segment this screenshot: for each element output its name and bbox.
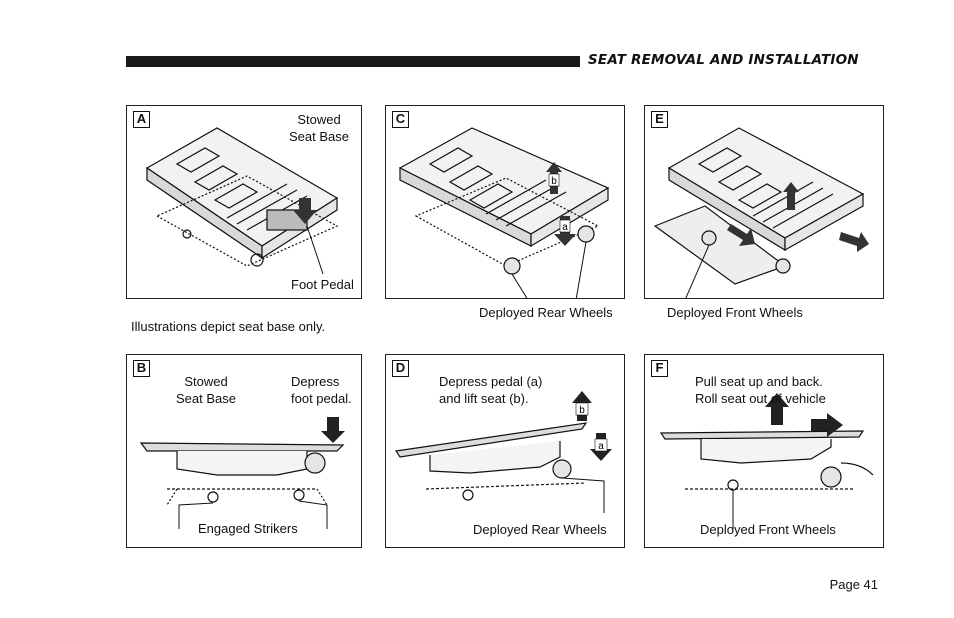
panel-letter-f: F <box>651 360 668 377</box>
panel-e: E <box>644 105 884 299</box>
section-title: SEAT REMOVAL AND INSTALLATION <box>588 52 859 68</box>
panel-a: A Stowed Seat Base Foot Pedal <box>126 105 362 299</box>
pedal-marker-a: a <box>598 441 604 452</box>
page-number: Page 41 <box>829 577 878 592</box>
panel-letter-a: A <box>133 111 150 128</box>
stowed-seat-base-label: Stowed Seat Base <box>289 112 349 144</box>
deployed-front-wheels-caption: Deployed Front Wheels <box>667 305 803 320</box>
panel-letter-e: E <box>651 111 668 128</box>
deployed-front-wheels-illustration <box>653 127 869 298</box>
foot-pedal-label: Foot Pedal <box>291 277 354 292</box>
panel-d: b a D Depress pedal (a) and lift seat (b… <box>385 354 625 548</box>
depress-foot-pedal-label: Depress foot pedal. <box>291 374 352 406</box>
panel-b: B Stowed Seat Base Depress foot pedal. E… <box>126 354 362 548</box>
pedal-marker-a: a <box>562 222 568 233</box>
lift-marker-b: b <box>551 176 557 187</box>
lift-seat-side-view: b a <box>394 391 612 513</box>
panel-c: b a C <box>385 105 625 299</box>
deployed-front-wheels-label: Deployed Front Wheels <box>700 522 836 537</box>
panel-letter-c: C <box>392 111 409 128</box>
deployed-rear-wheels-label: Deployed Rear Wheels <box>473 522 607 537</box>
pull-seat-instructions-label: Pull seat up and back. Roll seat out of … <box>695 374 826 406</box>
illustrations-note: Illustrations depict seat base only. <box>131 319 326 334</box>
depress-pedal-lift-seat-label: Depress pedal (a) and lift seat (b). <box>439 374 543 406</box>
panel-letter-b: B <box>133 360 150 377</box>
lift-marker-b: b <box>579 405 585 416</box>
deployed-rear-wheels-caption: Deployed Rear Wheels <box>479 305 613 320</box>
engaged-strikers-side-view <box>139 417 345 529</box>
header-rule <box>126 56 580 67</box>
roll-seat-out-side-view <box>659 393 874 529</box>
engaged-strikers-label: Engaged Strikers <box>198 521 298 536</box>
stowed-seat-base-label: Stowed Seat Base <box>176 374 236 406</box>
stowed-seat-base-illustration <box>145 127 339 275</box>
panel-f: F Pull seat up and back. Roll seat out o… <box>644 354 884 548</box>
deployed-rear-wheels-illustration: b a <box>398 127 610 298</box>
panel-letter-d: D <box>392 360 409 377</box>
